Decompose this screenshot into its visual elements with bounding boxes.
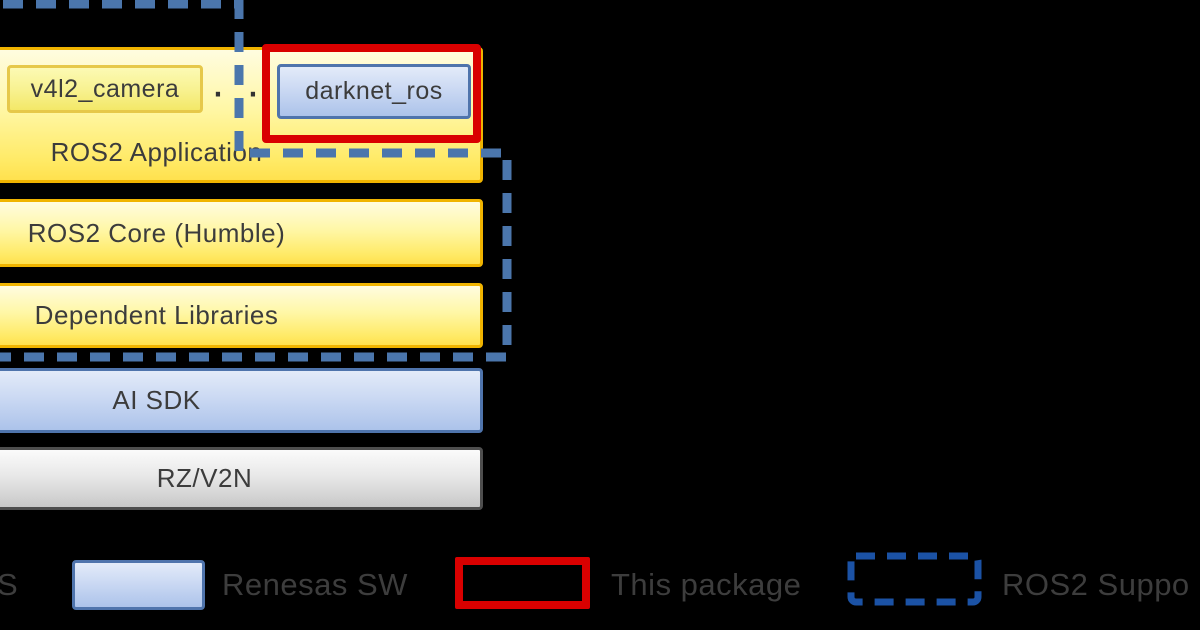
- darknet-ros-box: darknet_ros: [277, 64, 471, 119]
- ellipsis-dot-left: ·: [210, 67, 226, 116]
- legend-this-package-label: This package: [611, 567, 802, 602]
- darknet-ros-label: darknet_ros: [305, 77, 443, 105]
- legend-this-package-swatch: [455, 557, 590, 609]
- rzv2n-label: RZ/V2N: [156, 463, 253, 493]
- legend-ros2-support-label-cut: ROS2 Suppo: [1002, 567, 1190, 602]
- v4l2-camera-label: v4l2_camera: [30, 74, 180, 103]
- legend-oss-label-cut: S: [0, 567, 19, 602]
- legend-renesas-sw-label: Renesas SW: [222, 567, 408, 602]
- ellipsis-dot-right: ·: [245, 67, 261, 116]
- v4l2-camera-box: v4l2_camera: [7, 65, 203, 113]
- legend-ros2-support-swatch: [847, 552, 982, 606]
- ai-sdk-box: AI SDK: [0, 368, 483, 433]
- dependent-libraries-box: Dependent Libraries: [0, 283, 483, 348]
- ros2-core-box: ROS2 Core (Humble): [0, 199, 483, 267]
- ros2-application-label: ROS2 Application: [50, 137, 263, 167]
- rzv2n-hardware-box: RZ/V2N: [0, 447, 483, 510]
- ai-sdk-label: AI SDK: [112, 385, 201, 415]
- dependent-libraries-label: Dependent Libraries: [34, 300, 279, 330]
- legend-renesas-sw-swatch: [72, 560, 205, 610]
- ros2-core-label: ROS2 Core (Humble): [27, 217, 286, 248]
